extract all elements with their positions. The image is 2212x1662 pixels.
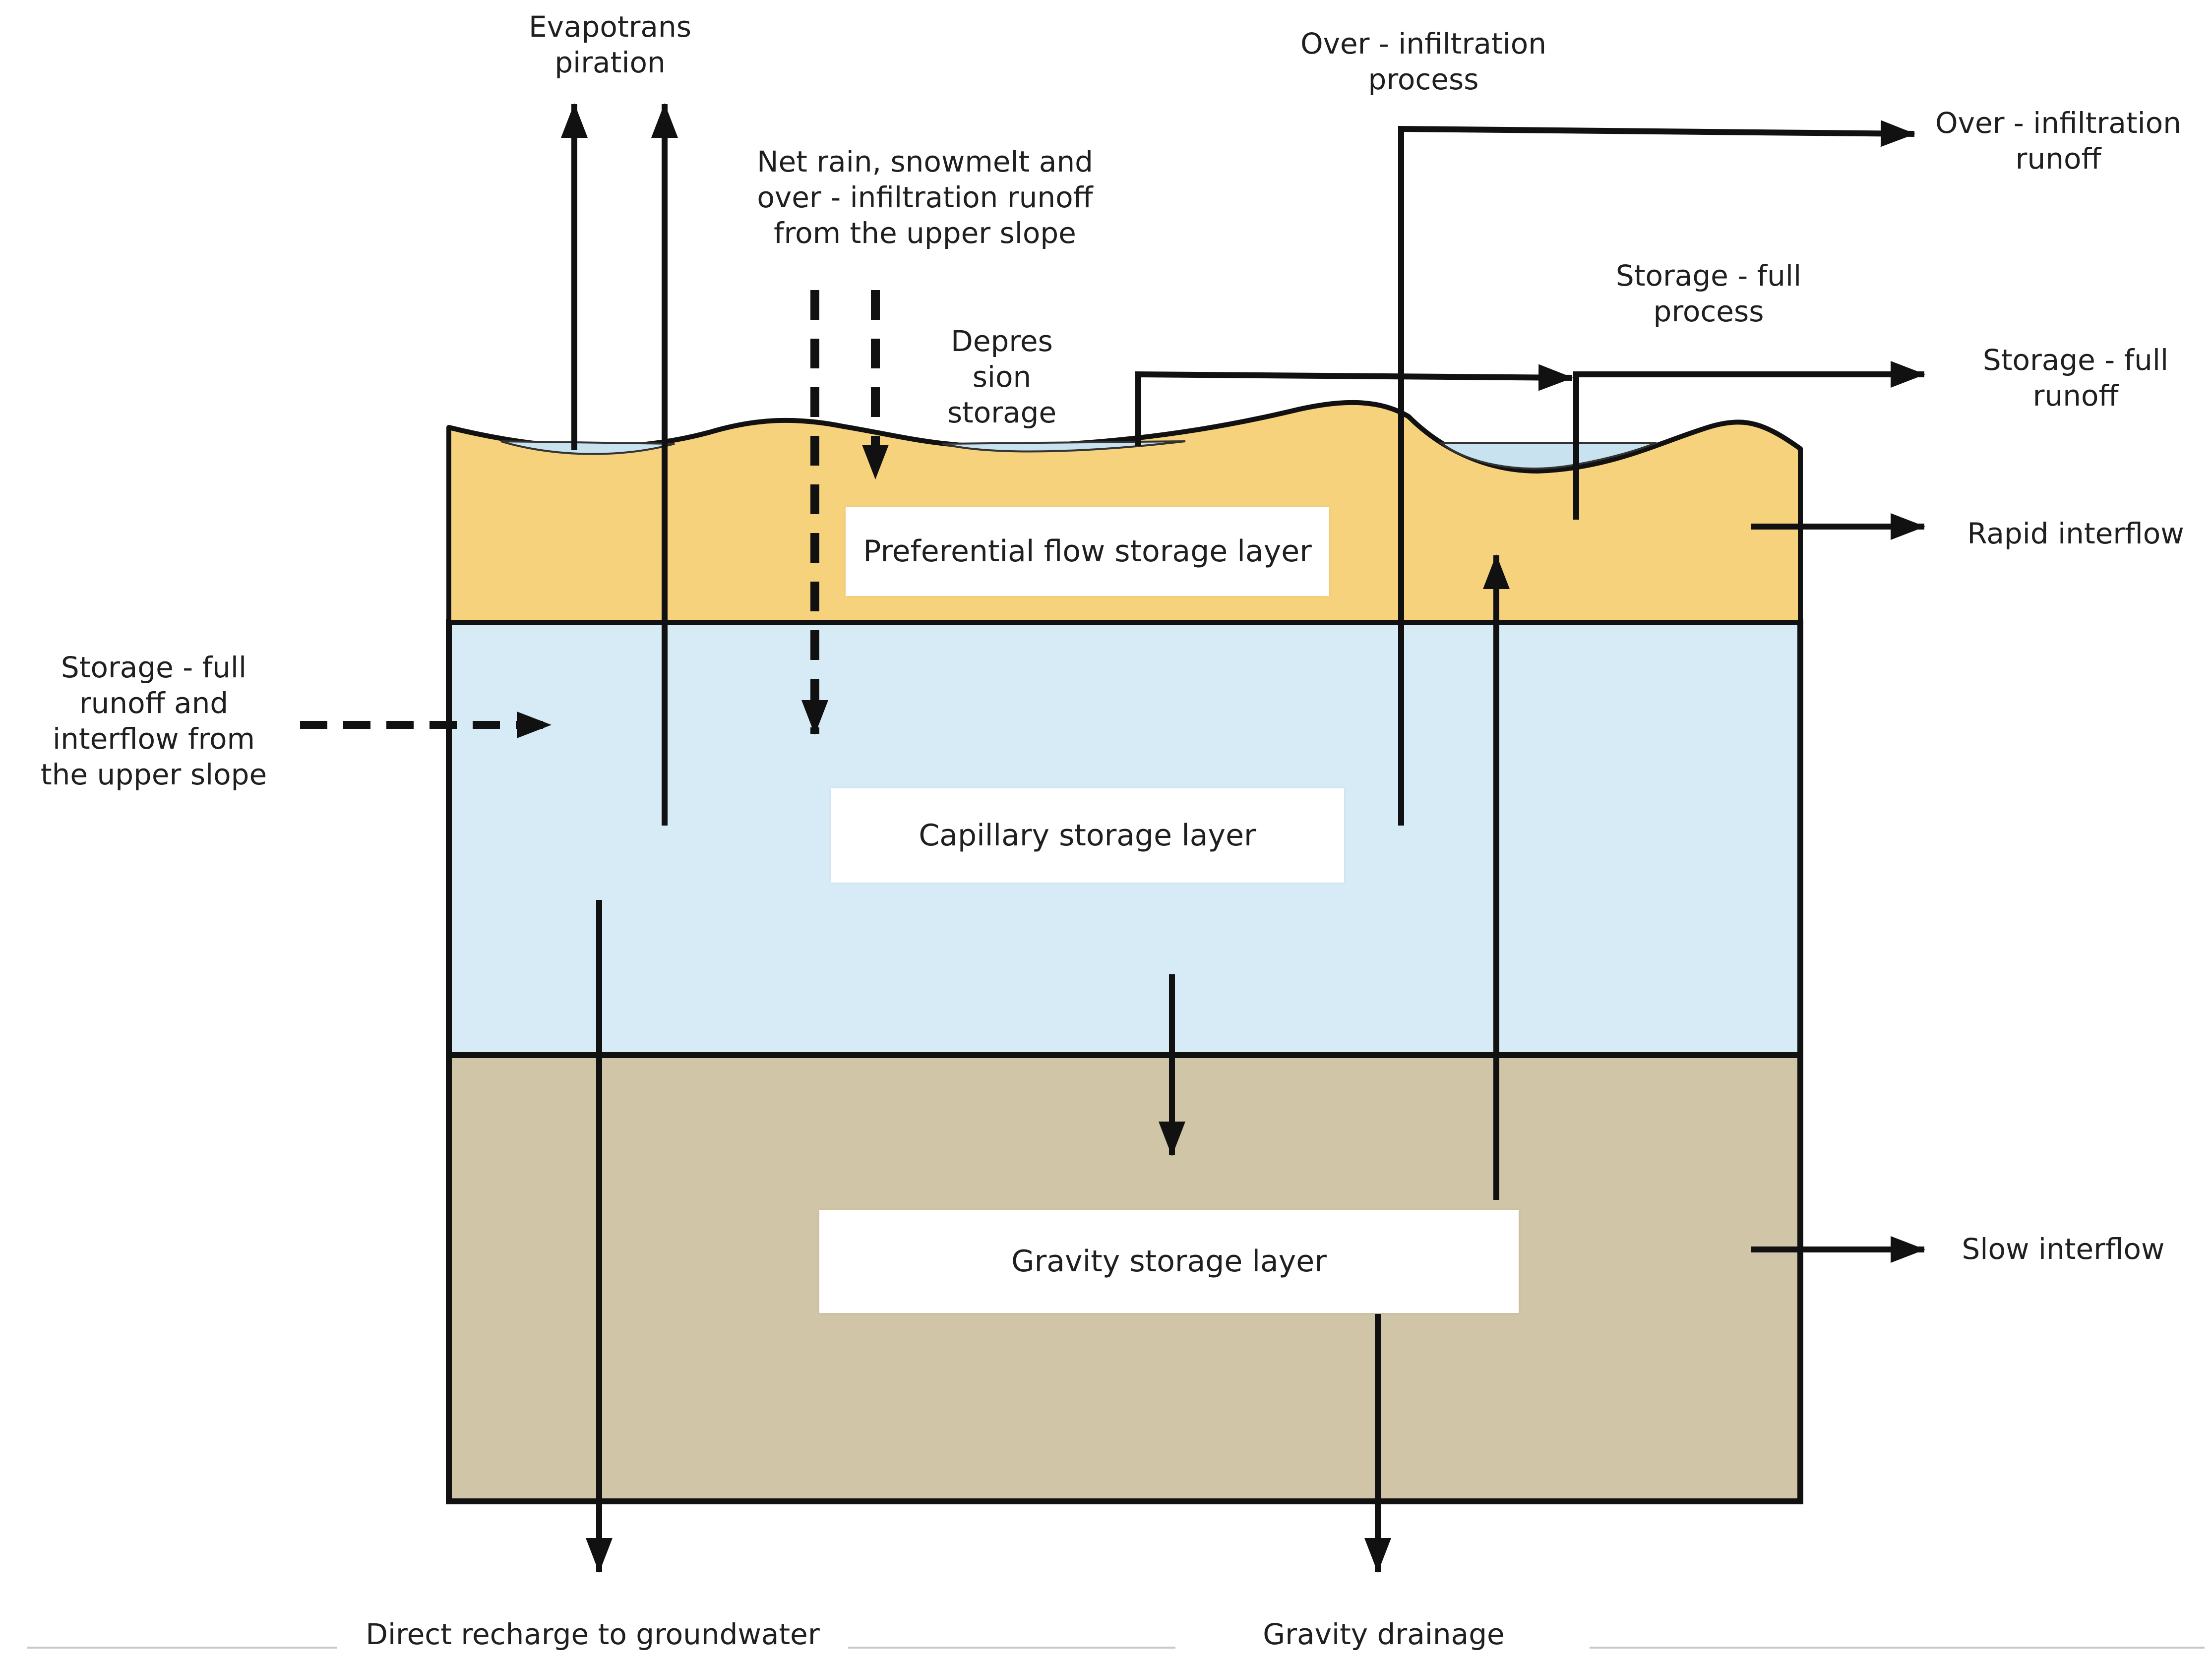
depression-water-right: [1438, 442, 1657, 470]
storage-full-arrow: [1573, 361, 1925, 520]
depression-overflow-arrow: [1135, 364, 1573, 446]
preferential-layer-label: Preferential flow storage layer: [846, 507, 1329, 596]
depression-water-left: [500, 440, 675, 455]
over-infiltration-arrow: [1398, 120, 1915, 826]
gravity-drainage-label: Gravity drainage: [1263, 1617, 1505, 1651]
gravity-layer-label: Gravity storage layer: [819, 1210, 1519, 1313]
depression-water-middle: [942, 440, 1186, 453]
direct-recharge-label: Direct recharge to groundwater: [366, 1617, 820, 1651]
capillary-layer-label: Capillary storage layer: [831, 788, 1344, 883]
slow-interflow-label: Slow interflow: [1962, 1232, 2165, 1266]
rapid-interflow-label: Rapid interflow: [1967, 517, 2184, 550]
